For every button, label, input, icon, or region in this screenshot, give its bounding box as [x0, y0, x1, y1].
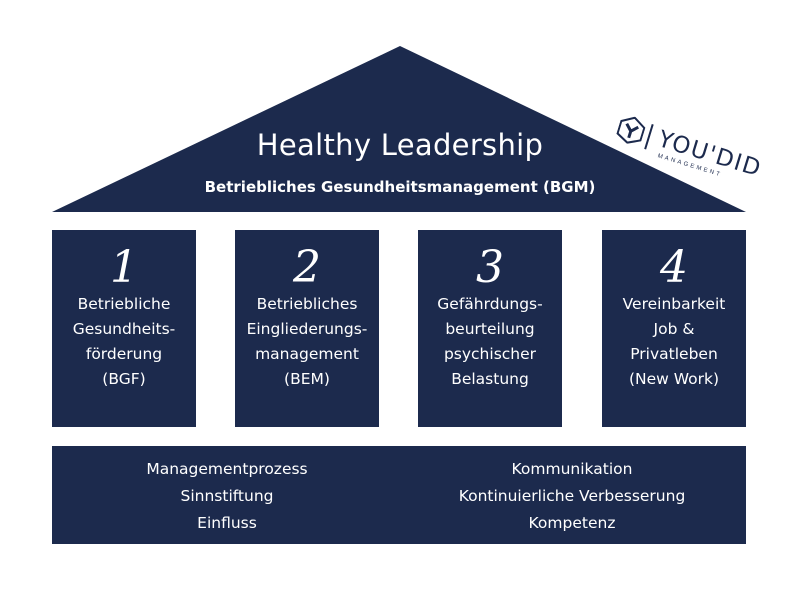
pillar-label: Vereinbarkeit Job & Privatleben (New Wor… — [622, 295, 726, 388]
pillar-label: Betriebliche Gesundheits- förderung (BGF… — [72, 295, 176, 388]
logo-divider-icon — [644, 124, 654, 150]
house-subtitle: Betriebliches Gesundheitsmanagement (BGM… — [204, 178, 596, 196]
pillar-2: 2 Betriebliches Eingliederungs- manageme… — [235, 230, 379, 427]
foundation-item: Kompetenz — [528, 514, 616, 532]
foundation-item: Kommunikation — [511, 460, 633, 478]
pillar-number: 1 — [110, 242, 138, 293]
foundation-item: Sinnstiftung — [180, 487, 274, 505]
logo-badge-icon — [616, 116, 646, 144]
house-foundation: Managementprozess Sinnstiftung Einfluss … — [52, 446, 746, 544]
pillar-3: 3 Gefährdungs- beurteilung psychischer B… — [418, 230, 562, 427]
pillar-label: Betriebliches Eingliederungs- management… — [246, 295, 368, 388]
pillar-number: 2 — [293, 242, 321, 293]
pillar-label: Gefährdungs- beurteilung psychischer Bel… — [437, 295, 543, 388]
house-title: Healthy Leadership — [256, 128, 544, 162]
pillar-1: 1 Betriebliche Gesundheits- förderung (B… — [52, 230, 196, 427]
foundation-item: Managementprozess — [146, 460, 308, 478]
pillar-4: 4 Vereinbarkeit Job & Privatleben (New W… — [602, 230, 746, 427]
pillar-number: 4 — [660, 242, 688, 293]
foundation-left-column: Managementprozess Sinnstiftung Einfluss — [112, 456, 342, 537]
pillar-number: 3 — [476, 242, 504, 293]
roof-shape — [52, 46, 746, 212]
foundation-item: Kontinuierliche Verbesserung — [458, 487, 686, 505]
foundation-item: Einfluss — [197, 514, 257, 532]
youdid-logo: YOU'DID MANAGEMENT — [599, 113, 766, 233]
foundation-right-column: Kommunikation Kontinuierliche Verbesseru… — [412, 456, 732, 537]
